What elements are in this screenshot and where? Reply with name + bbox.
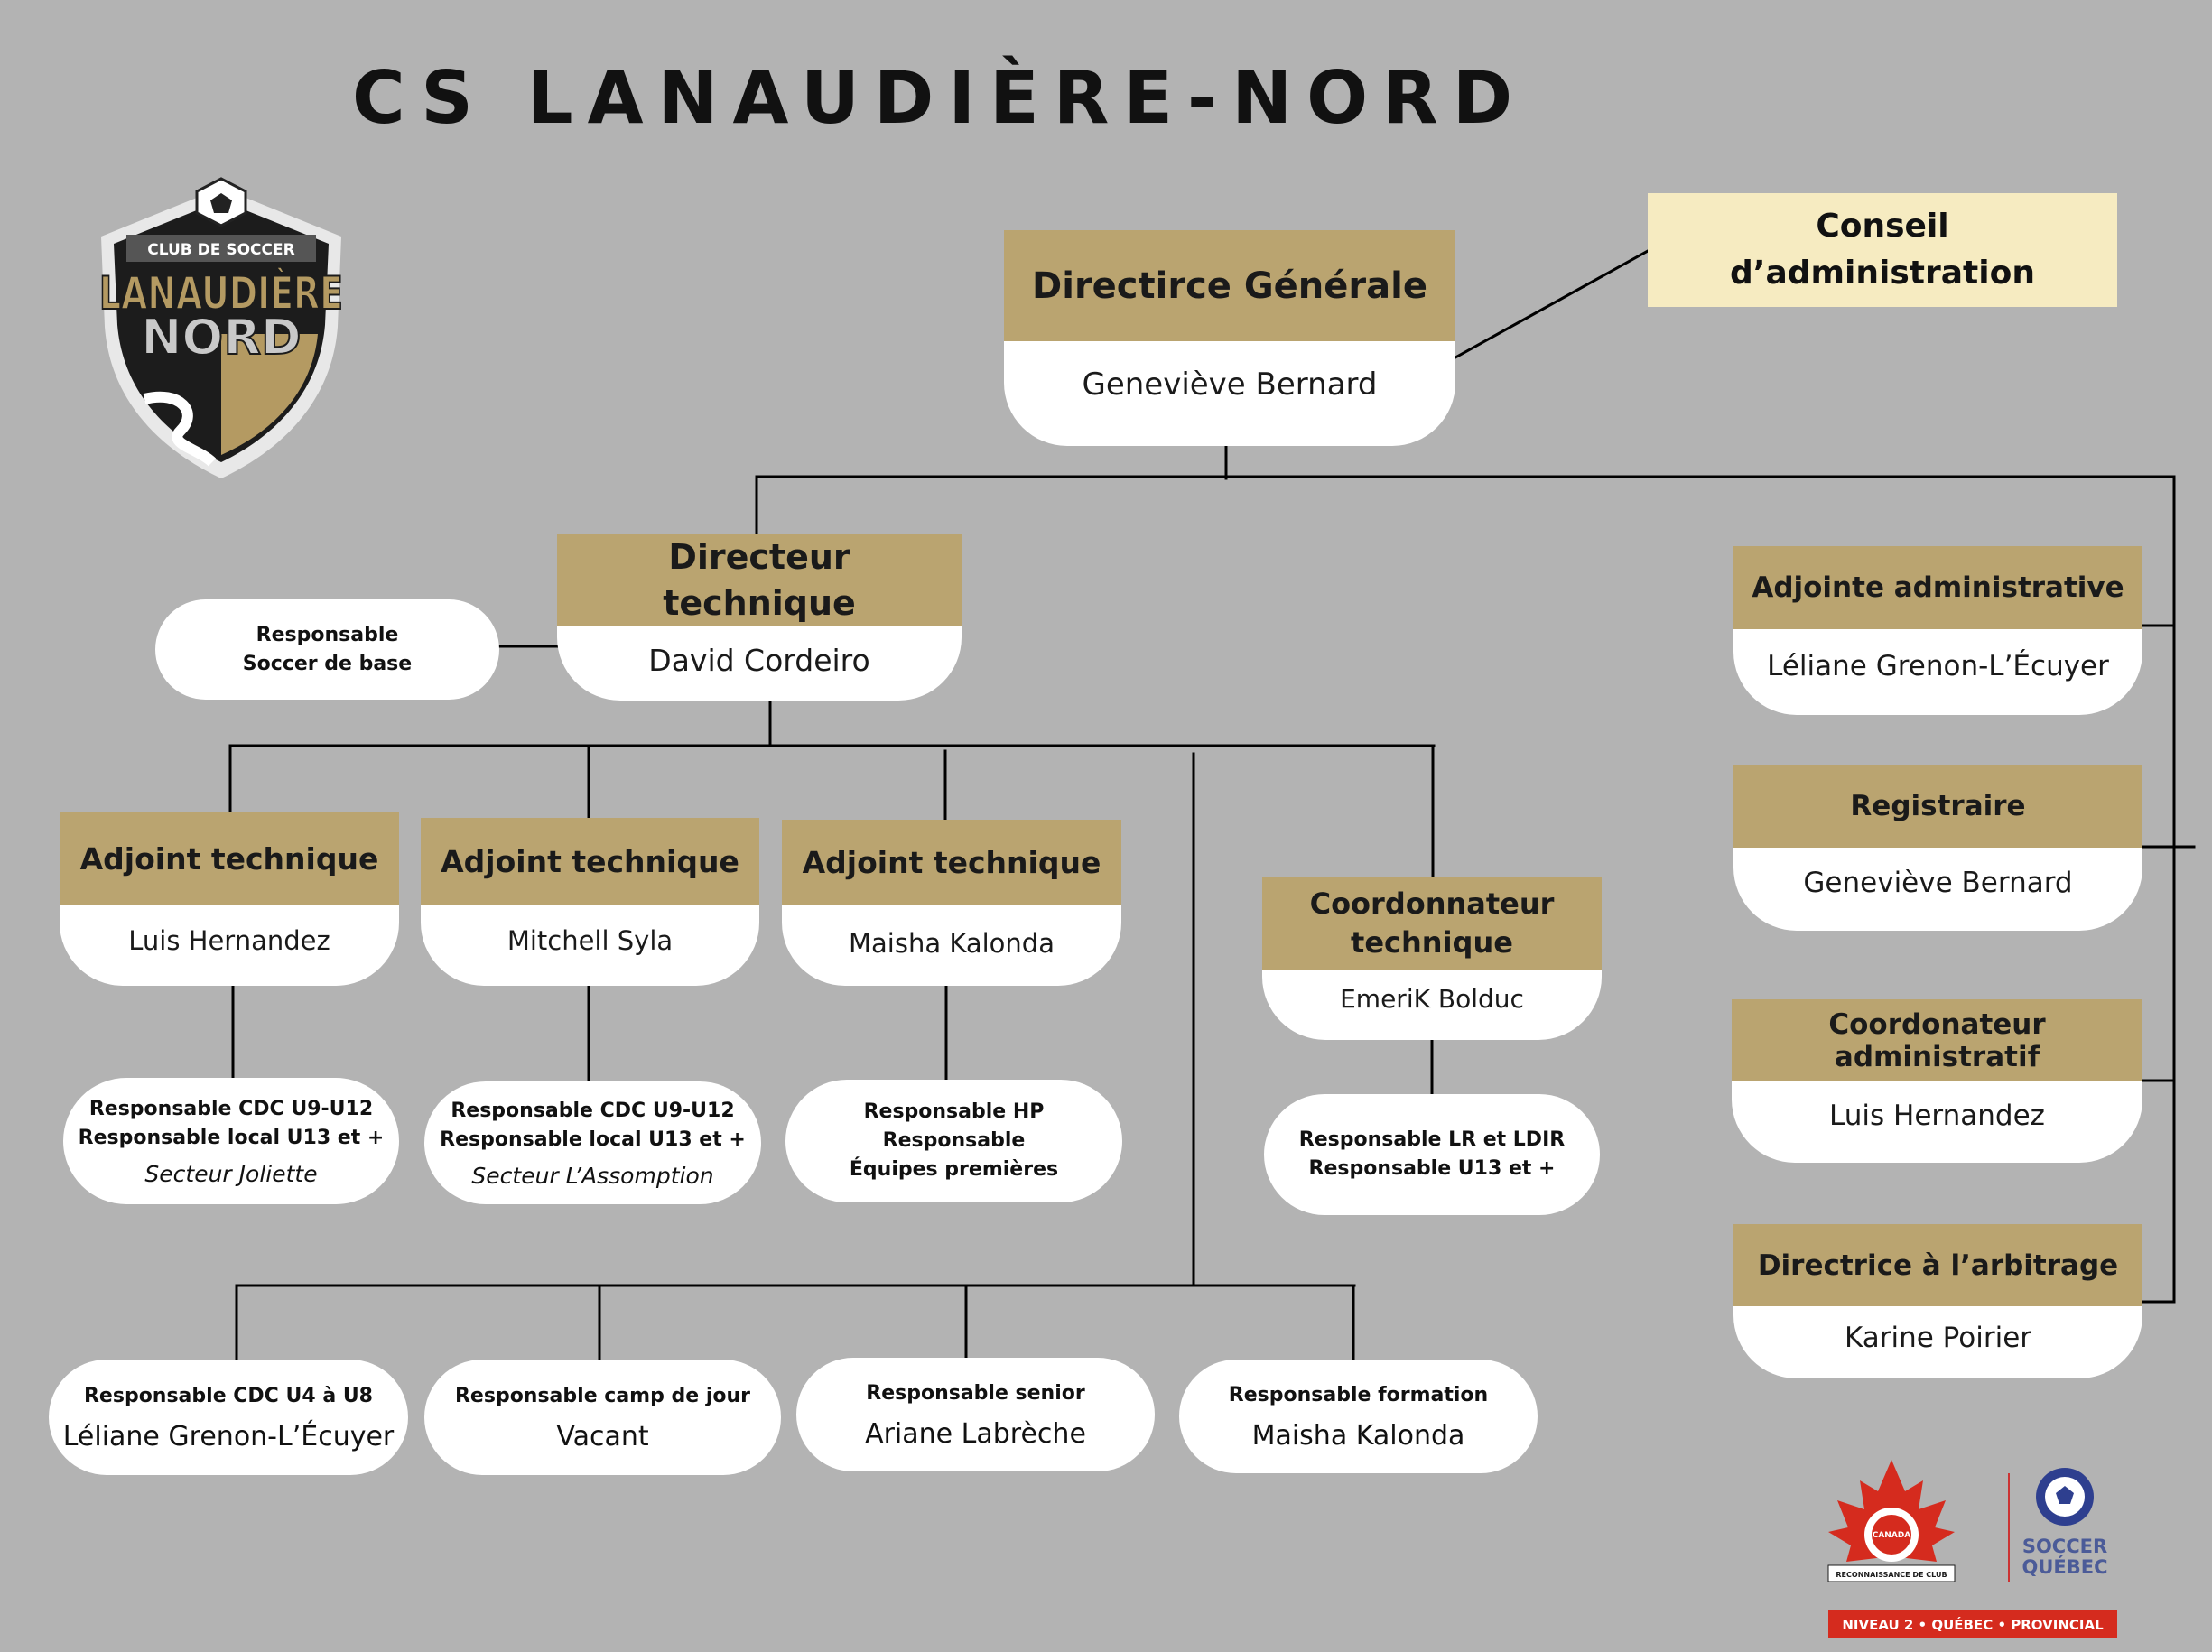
director-general-name: Geneviève Bernard [1004, 341, 1455, 446]
admin-role-name: Geneviève Bernard [1733, 848, 2142, 931]
bottom-role-pill: Responsable camp de jour Vacant [424, 1360, 781, 1475]
assistant-coach-title: Adjoint technique [421, 818, 759, 905]
technical-coordinator-title-line1: Coordonnateur [1309, 886, 1555, 921]
bottom-role-title: Responsable formation [1228, 1383, 1489, 1406]
bottom-role-name: Ariane Labrèche [865, 1418, 1086, 1451]
technical-coordinator-title-line2: technique [1351, 925, 1513, 960]
bottom-role-name: Maisha Kalonda [1251, 1420, 1465, 1452]
logo-top-text: CLUB DE SOCCER [147, 241, 294, 259]
soccer-base-pill: Responsable Soccer de base [155, 599, 499, 700]
bottom-role-name: Vacant [556, 1421, 649, 1453]
bottom-role-pill: Responsable CDC U4 à U8 Léliane Grenon-L… [49, 1360, 408, 1475]
soccer-base-line2: Soccer de base [242, 652, 413, 675]
sub-role-line2: Responsable [882, 1129, 1026, 1153]
assistant-coach-title: Adjoint technique [60, 812, 399, 905]
admin-role-card: Adjointe administrative Léliane Grenon-L… [1733, 546, 2142, 715]
sub-role-line1: Responsable CDC U9-U12 [451, 1099, 735, 1122]
sub-role-pill: Responsable CDC U9-U12 Responsable local… [424, 1081, 761, 1204]
technical-coordinator-card: Coordonnateur technique EmeriK Bolduc [1262, 877, 1602, 1040]
technical-director-title: Directeur technique [557, 534, 962, 626]
logo-name-line1: LANAUDIÈRE [99, 266, 343, 320]
technical-director-title-line2: technique [663, 583, 856, 623]
sub-role-sector: Secteur L’Assomption [471, 1163, 714, 1190]
assistant-coach-name: Luis Hernandez [60, 905, 399, 986]
assistant-coach-card: Adjoint technique Mitchell Syla [421, 818, 759, 986]
admin-role-title: Adjointe administrative [1733, 546, 2142, 629]
assistant-coach-card: Adjoint technique Maisha Kalonda [782, 820, 1121, 986]
badge-ribbon-text: RECONNAISSANCE DE CLUB [1836, 1571, 1947, 1579]
assistant-coach-title: Adjoint technique [782, 820, 1121, 905]
bottom-role-title: Responsable CDC U4 à U8 [83, 1384, 373, 1407]
soccer-quebec-line1: SOCCER [2022, 1536, 2107, 1557]
assistant-coach-name: Maisha Kalonda [782, 905, 1121, 986]
soccer-quebec-line2: QUÉBEC [2021, 1555, 2107, 1578]
admin-role-name: Léliane Grenon-L’Écuyer [1733, 629, 2142, 715]
assistant-coach-card: Adjoint technique Luis Hernandez [60, 812, 399, 986]
admin-role-name: Karine Poirier [1733, 1306, 2142, 1378]
admin-role-card: Directrice à l’arbitrage Karine Poirier [1733, 1224, 2142, 1378]
sub-role-line1: Responsable CDC U9-U12 [88, 1097, 374, 1120]
sub-role-pill: Responsable CDC U9-U12 Responsable local… [63, 1078, 399, 1204]
recognition-badge: CANADA RECONNAISSANCE DE CLUB SOCCER QUÉ… [1819, 1455, 2122, 1644]
assistant-coach-name: Mitchell Syla [421, 905, 759, 986]
page-title: CS LANAUDIÈRE-NORD [352, 56, 1528, 140]
board-title-line2: d’administration [1730, 255, 2035, 292]
sub-role-pill: Responsable LR et LDIR Responsable U13 e… [1264, 1094, 1600, 1215]
soccer-base-line1: Responsable [256, 623, 399, 646]
bottom-role-title: Responsable camp de jour [454, 1384, 750, 1407]
bottom-role-name: Léliane Grenon-L’Écuyer [62, 1421, 395, 1453]
admin-role-title: Registraire [1733, 765, 2142, 848]
admin-role-title: Directrice à l’arbitrage [1733, 1224, 2142, 1306]
admin-role-card: Registraire Geneviève Bernard [1733, 765, 2142, 931]
technical-director-card: Directeur technique David Cordeiro [557, 534, 962, 701]
admin-role-card: Coordonateur administratif Luis Hernande… [1732, 999, 2142, 1163]
bottom-role-pill: Responsable formation Maisha Kalonda [1179, 1360, 1538, 1473]
sub-role-pill: Responsable HP Responsable Équipes premi… [785, 1080, 1122, 1202]
bottom-role-pill: Responsable senior Ariane Labrèche [796, 1358, 1155, 1471]
sub-role-line2: Responsable local U13 et + [78, 1126, 385, 1149]
technical-coordinator-name: EmeriK Bolduc [1262, 970, 1602, 1040]
sub-role-line3: Équipes premières [849, 1157, 1059, 1181]
sub-role-sector: Secteur Joliette [144, 1161, 318, 1188]
bottom-role-title: Responsable senior [866, 1381, 1085, 1405]
badge-banner-text: NIVEAU 2 • QUÉBEC • PROVINCIAL [1842, 1616, 2104, 1633]
sub-role-line2: Responsable U13 et + [1308, 1157, 1556, 1180]
badge-canada-text: CANADA [1873, 1531, 1911, 1540]
technical-coordinator-title: Coordonnateur technique [1262, 877, 1602, 970]
admin-role-title: Coordonateur administratif [1732, 999, 2142, 1081]
sub-role-line2: Responsable local U13 et + [440, 1128, 746, 1151]
club-logo: CLUB DE SOCCER LANAUDIÈRE NORD [90, 173, 352, 488]
technical-director-name: David Cordeiro [557, 626, 962, 701]
board-title-line1: Conseil [1816, 207, 1949, 245]
sub-role-line1: Responsable LR et LDIR [1298, 1128, 1566, 1152]
admin-role-name: Luis Hernandez [1732, 1081, 2142, 1163]
logo-name-line2: NORD [141, 309, 302, 366]
director-general-card: Directirce Générale Geneviève Bernard [1004, 230, 1455, 446]
technical-director-title-line1: Directeur [668, 536, 850, 577]
board-box: Conseil d’administration [1648, 193, 2117, 307]
sub-role-line1: Responsable HP [863, 1100, 1045, 1124]
director-general-title: Directirce Générale [1004, 230, 1455, 341]
